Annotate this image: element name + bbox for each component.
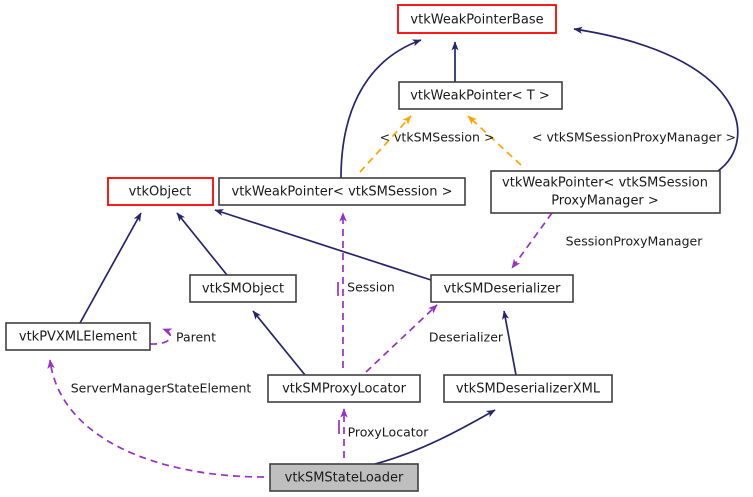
- node-vtkweakpointer-vtksmsession[interactable]: vtkWeakPointer< vtkSMSession >: [218, 177, 466, 206]
- edge-label-session-template: < vtkSMSession >: [380, 130, 495, 145]
- node-box-vtkweakpointer-t[interactable]: [398, 81, 563, 110]
- edge-template-weakpointersessionproxymanager-to-weakpointert: [467, 115, 522, 166]
- node-box-vtksmobject[interactable]: [189, 274, 297, 303]
- edge-inheritance-smproxylocator-to-smobject: [252, 310, 306, 376]
- edge-layer: [47, 26, 739, 478]
- node-vtksmdeserializer[interactable]: vtkSMDeserializer: [430, 274, 574, 303]
- node-vtkweakpointer-t[interactable]: vtkWeakPointer< T >: [398, 81, 563, 110]
- edge-inheritance-smstateloader-to-smdeserializerxml: [374, 409, 496, 465]
- edge-inheritance-weakpointersessionproxymanager-to-weakpointerbase: [573, 26, 739, 172]
- edge-usage-servermanagerstateelement: [47, 359, 265, 478]
- node-vtksmdeserializerxml[interactable]: vtkSMDeserializerXML: [443, 374, 613, 403]
- edge-label-sessionproxymanager: SessionProxyManager: [566, 234, 704, 249]
- node-label-vtkweakpointer-vtksmsessionproxymanager-line2: ProxyManager >: [551, 194, 659, 209]
- node-layer: vtkWeakPointerBase vtkWeakPointer< T > v…: [5, 4, 721, 492]
- node-label-vtkpvxmlelement: vtkPVXMLElement: [19, 330, 137, 345]
- node-label-vtkobject: vtkObject: [129, 185, 192, 200]
- edge-inheritance-pvxmlelement-to-vtkobject: [79, 212, 142, 324]
- node-label-vtkweakpointer-vtksmsessionproxymanager-line1: vtkWeakPointer< vtkSMSession: [502, 176, 708, 191]
- edge-inheritance-smdeserializerxml-to-smdeserializer: [502, 310, 517, 376]
- node-vtkweakpointer-vtksmsessionproxymanager[interactable]: vtkWeakPointer< vtkSMSession ProxyManage…: [490, 170, 721, 214]
- node-vtksmproxylocator[interactable]: vtkSMProxyLocator: [267, 374, 421, 403]
- edge-template-weakpointersession-to-weakpointert: [359, 115, 412, 173]
- node-box-vtksmstateloader[interactable]: [269, 463, 419, 492]
- edge-label-parent: Parent: [176, 330, 216, 345]
- edge-inheritance-smobject-to-vtkobject: [176, 212, 228, 276]
- edge-label-layer: < vtkSMSession > < vtkSMSessionProxyMana…: [71, 130, 736, 440]
- node-box-vtksmdeserializer[interactable]: [430, 274, 574, 303]
- node-box-vtkweakpointer-vtksmsession[interactable]: [218, 177, 466, 206]
- node-vtkobject[interactable]: vtkObject: [107, 177, 214, 206]
- edge-label-sessionproxymanager-template: < vtkSMSessionProxyManager >: [532, 130, 736, 145]
- node-label-vtksmstateloader: vtkSMStateLoader: [285, 471, 404, 486]
- node-box-vtkweakpointer-vtksmsessionproxymanager[interactable]: [490, 170, 721, 214]
- node-box-vtksmdeserializerxml[interactable]: [443, 374, 613, 403]
- edge-label-proxylocator: ProxyLocator: [348, 425, 430, 440]
- node-box-vtkweakpointerbase[interactable]: [397, 4, 557, 34]
- node-box-vtkobject[interactable]: [107, 177, 214, 206]
- node-label-vtkweakpointer-vtksmsession: vtkWeakPointer< vtkSMSession >: [232, 185, 453, 200]
- node-label-vtkweakpointer-t: vtkWeakPointer< T >: [410, 89, 550, 104]
- edge-label-session: Session: [347, 280, 395, 295]
- node-label-vtksmobject: vtkSMObject: [202, 282, 284, 297]
- node-label-vtksmdeserializer: vtkSMDeserializer: [444, 282, 562, 297]
- node-label-vtksmproxylocator: vtkSMProxyLocator: [282, 382, 407, 397]
- node-vtkpvxmlelement[interactable]: vtkPVXMLElement: [5, 322, 151, 351]
- node-vtksmstateloader[interactable]: vtkSMStateLoader: [269, 463, 419, 492]
- edge-label-deserializer: Deserializer: [429, 330, 504, 345]
- node-vtksmobject[interactable]: vtkSMObject: [189, 274, 297, 303]
- edge-usage-sessionproxymanager: [511, 212, 553, 269]
- edge-inheritance-weakpointersession-to-weakpointerbase: [340, 39, 422, 179]
- node-box-vtksmproxylocator[interactable]: [267, 374, 421, 403]
- node-label-vtksmdeserializerxml: vtkSMDeserializerXML: [456, 382, 601, 397]
- node-box-vtkpvxmlelement[interactable]: [5, 322, 151, 351]
- edge-inheritance-smdeserializer-to-vtkobject: [214, 209, 432, 281]
- edge-usage-parent-selfloop: [149, 328, 173, 345]
- edge-label-servermanagerstateelement: ServerManagerStateElement: [71, 381, 252, 396]
- node-label-vtkweakpointerbase: vtkWeakPointerBase: [410, 13, 543, 28]
- node-vtkweakpointerbase[interactable]: vtkWeakPointerBase: [397, 4, 557, 34]
- edge-usage-deserializer: [365, 304, 438, 373]
